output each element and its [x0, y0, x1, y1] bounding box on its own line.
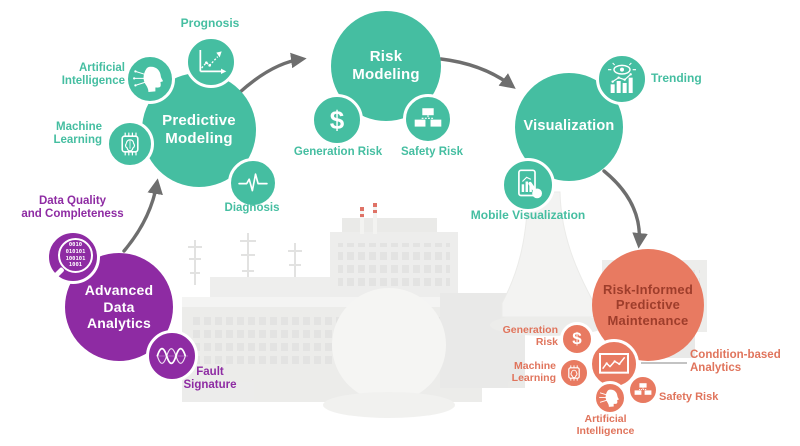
- trending-label: Trending: [651, 71, 702, 85]
- data-quality-circle: 0010 010101 100101 1001: [46, 230, 100, 284]
- maintenance-artificial-intelligence-label: Artificial Intelligence: [576, 413, 635, 438]
- ai-head-icon: [133, 66, 163, 92]
- switchyard-pylons: [188, 233, 302, 285]
- fault-tree-icon: [634, 383, 652, 395]
- maintenance-safety-risk-label: Safety Risk: [659, 391, 719, 403]
- maintenance-generation-risk-label: Generation Risk: [502, 324, 558, 349]
- magnifier-binary-icon: 0010 010101 100101 1001: [58, 238, 93, 273]
- stage-label: Predictive Modeling: [162, 112, 236, 147]
- fault-signature-label: Fault Signature: [183, 366, 237, 392]
- maintenance-generation-risk-circle: $: [560, 322, 594, 356]
- prognosis-label: Prognosis: [180, 16, 240, 30]
- generation-risk-label: Generation Risk: [293, 146, 383, 158]
- diagnosis-circle: [228, 158, 278, 208]
- tablet-hand-icon: [518, 169, 542, 199]
- maintenance-artificial-intelligence-circle: [593, 381, 627, 415]
- machine-learning-circle: [106, 120, 154, 168]
- striped-chimneys: [360, 203, 377, 234]
- chip-brain-icon: [568, 365, 580, 381]
- diagnosis-label: Diagnosis: [224, 202, 280, 214]
- fault-signature-circle: [146, 330, 198, 382]
- trending-circle: [596, 53, 648, 105]
- artificial-intelligence-circle: [125, 54, 175, 104]
- ai-head-icon: [599, 389, 619, 407]
- eye-trend-icon: [608, 62, 636, 93]
- arrow-modeling-to-risk: [237, 52, 307, 95]
- machine-learning-label: Machine Learning: [53, 121, 102, 147]
- prognosis-chart-icon: [199, 50, 227, 74]
- maintenance-machine-learning-label: Machine Learning: [511, 360, 556, 385]
- condition-based-analytics-label: Condition-based Analytics: [690, 349, 781, 375]
- fault-tree-icon: [414, 108, 442, 127]
- maintenance-machine-learning-circle: [558, 357, 590, 389]
- safety-risk-circle: [403, 94, 453, 144]
- dollar-icon: $: [329, 104, 345, 135]
- stage-label: Advanced Data Analytics: [84, 282, 154, 332]
- containment-dome: [332, 288, 446, 402]
- dollar-icon: $: [572, 329, 582, 348]
- condition-based-connector-line: [641, 362, 687, 364]
- chip-brain-icon: [121, 132, 139, 156]
- safety-risk-label: Safety Risk: [400, 146, 463, 158]
- magnifier-handle: [51, 266, 65, 281]
- data-quality-label: Data Quality and Completeness: [21, 195, 124, 221]
- maintenance-safety-risk-circle: [627, 374, 659, 406]
- pulse-icon: [238, 173, 268, 192]
- sine-wave-icon: [156, 347, 188, 365]
- arrow-risk-to-visualization: [439, 57, 516, 89]
- binary-text: 0010 010101 100101 1001: [65, 242, 86, 269]
- mobile-visualization-circle: [501, 158, 555, 212]
- trend-monitor-icon: [599, 353, 629, 374]
- stage-label: Risk Modeling: [352, 48, 420, 83]
- generation-risk-circle: $: [311, 94, 363, 146]
- mobile-visualization-label: Mobile Visualization: [470, 208, 586, 222]
- artificial-intelligence-label: Artificial Intelligence: [61, 62, 125, 88]
- stage-label: Visualization: [523, 118, 615, 135]
- stage-label: Risk-Informed Predictive Maintenance: [602, 282, 693, 328]
- prognosis-circle: [185, 36, 237, 88]
